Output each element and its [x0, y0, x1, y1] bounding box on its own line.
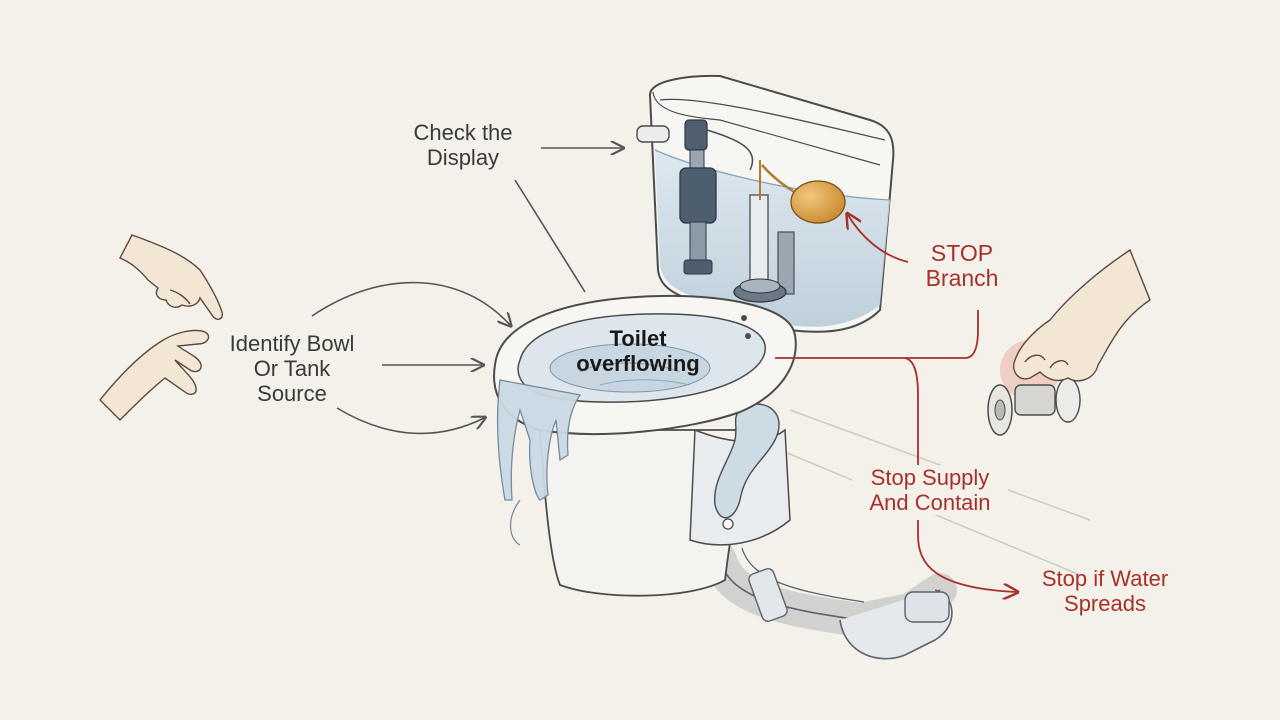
- stop-supply-label: Stop Supply And Contain: [852, 465, 1008, 515]
- guide-arrows: [311, 148, 622, 435]
- hand-pointing-icon: [119, 234, 224, 320]
- toilet-pedestal: [539, 403, 791, 597]
- hand-open-icon: [99, 329, 210, 421]
- check-display-label: Check the Display: [413, 120, 513, 170]
- identify-source-label: Identify Bowl Or Tank Source: [229, 331, 355, 406]
- stop-branch-label: STOP Branch: [925, 240, 999, 291]
- drain-pipe: [703, 543, 957, 660]
- hand-valve-icon: [1013, 248, 1151, 382]
- stop-if-spreads-label: Stop if Water Spreads: [1041, 566, 1169, 616]
- toilet-bowl: [493, 294, 797, 546]
- toilet-tank: [636, 74, 895, 333]
- toilet-overflowing-label: Toilet overflowing: [576, 326, 700, 376]
- stop-lines: [775, 215, 1016, 592]
